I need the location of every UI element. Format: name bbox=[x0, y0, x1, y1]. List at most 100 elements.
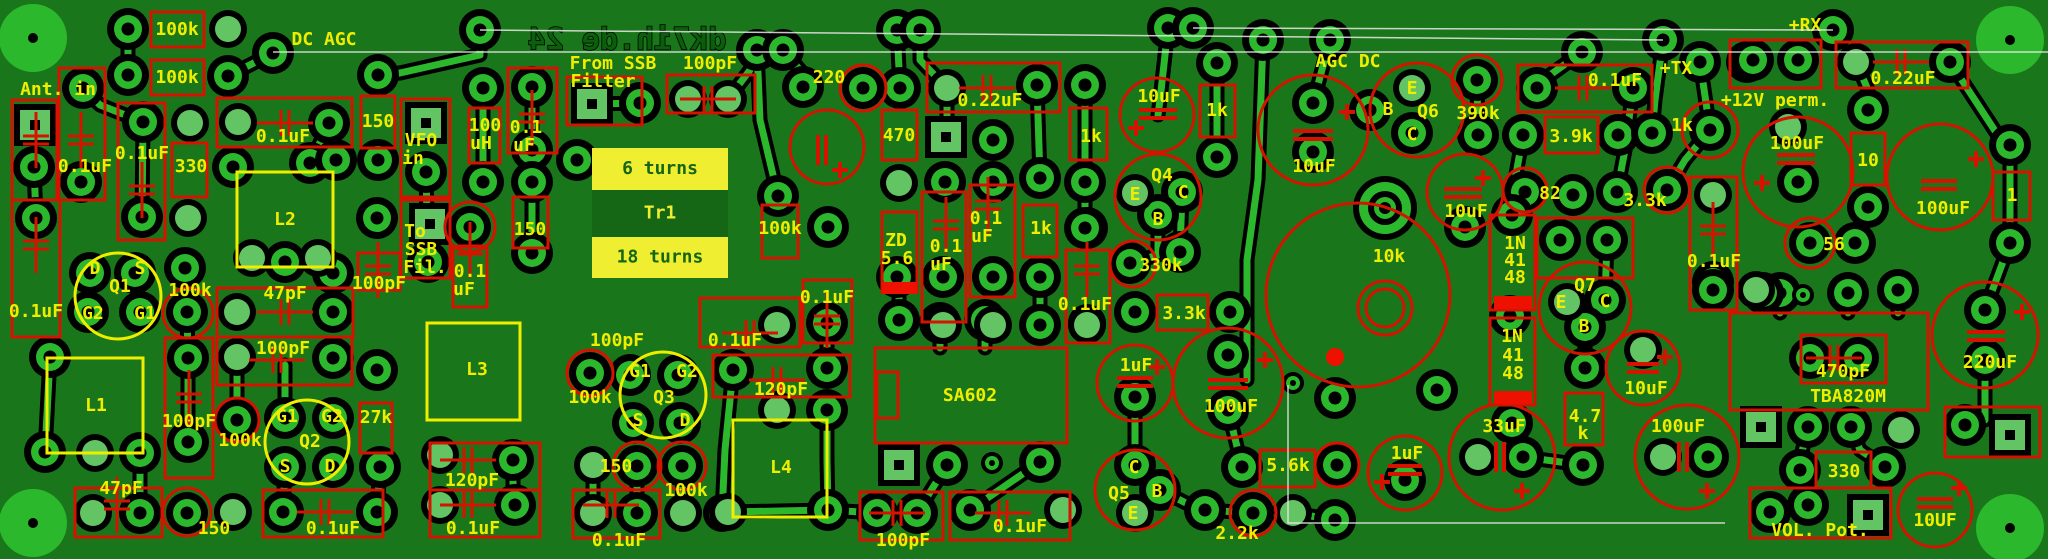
pad-hole bbox=[2003, 138, 2017, 152]
pad-light bbox=[239, 245, 265, 271]
component-outline-rect bbox=[1155, 293, 1210, 332]
component-label: 150 bbox=[514, 219, 547, 240]
component-label: Q3 bbox=[653, 387, 675, 408]
component-label: S bbox=[633, 410, 644, 431]
capacitor-symbol bbox=[1700, 202, 1726, 258]
component-label: 100uF bbox=[1916, 198, 1970, 219]
capacitor-symbol bbox=[869, 500, 925, 526]
pad-hole bbox=[1978, 353, 1992, 367]
component-label: 0.1 bbox=[510, 117, 543, 138]
component-label: Q1 bbox=[109, 276, 131, 297]
component-outline-rect bbox=[506, 66, 559, 155]
pad-hole bbox=[1848, 236, 1862, 250]
component-outline-circle bbox=[1313, 441, 1361, 489]
component-label: 33uF bbox=[1482, 416, 1525, 437]
pad-hole bbox=[633, 96, 647, 110]
pad-hole bbox=[1703, 123, 1717, 137]
pad-hole bbox=[1175, 185, 1189, 199]
pad-hole bbox=[27, 160, 41, 174]
pad-hole bbox=[1791, 53, 1805, 67]
polarity-plus bbox=[1754, 175, 1770, 191]
component-label: 120pF bbox=[445, 470, 499, 491]
pad-hole bbox=[1958, 418, 1972, 432]
component-label: 3.3k bbox=[1623, 190, 1667, 211]
pad-light bbox=[224, 344, 250, 370]
pad-hole bbox=[913, 23, 927, 37]
component-label: 0.1 bbox=[454, 261, 487, 282]
pad-light bbox=[930, 312, 956, 338]
component-outline-circle bbox=[1501, 166, 1549, 214]
pad-hole bbox=[1223, 305, 1237, 319]
pad-hole bbox=[178, 261, 192, 275]
pad-hole bbox=[128, 266, 142, 280]
pad-hole bbox=[1173, 245, 1187, 259]
pad-hole bbox=[1841, 286, 1855, 300]
pad-hole bbox=[476, 175, 490, 189]
component-outline-rect bbox=[399, 97, 452, 199]
pad-light bbox=[1122, 500, 1148, 526]
pad-hole bbox=[1611, 128, 1625, 142]
pad-hole bbox=[1328, 513, 1342, 527]
pad-hole bbox=[525, 80, 539, 94]
pad-hole bbox=[750, 43, 764, 57]
transformer-name: Tr1 bbox=[644, 203, 677, 224]
component-label: 100pF bbox=[162, 411, 216, 432]
pad-hole bbox=[278, 411, 292, 425]
component-label: D bbox=[325, 456, 336, 477]
component-outline-rect bbox=[1834, 40, 1970, 90]
transistor-outline bbox=[618, 350, 708, 440]
pad-hole bbox=[626, 416, 640, 430]
capacitor-symbol bbox=[1806, 345, 1862, 371]
mount-hole bbox=[28, 518, 38, 528]
component-outline-circle bbox=[1783, 216, 1837, 270]
pad-hole bbox=[963, 503, 977, 517]
component-outline-rect bbox=[1068, 106, 1109, 162]
component-label: Q5 bbox=[1108, 483, 1130, 504]
component-label: S bbox=[135, 258, 146, 279]
pad-hole bbox=[1471, 128, 1485, 142]
pad-hole bbox=[671, 368, 685, 382]
via-hole bbox=[1290, 380, 1296, 386]
pad-light bbox=[764, 397, 790, 423]
component-outline-circle bbox=[1093, 448, 1177, 532]
component-label: 1k bbox=[1030, 218, 1052, 239]
component-label: 1N bbox=[1504, 233, 1526, 254]
component-label: G2 bbox=[82, 303, 104, 324]
pad-light bbox=[1888, 417, 1914, 443]
pad-hole bbox=[776, 43, 790, 57]
pad-hole bbox=[1861, 200, 1875, 214]
pad-light bbox=[305, 245, 331, 271]
pad-hole bbox=[525, 246, 539, 260]
pad-hole bbox=[1161, 21, 1175, 35]
component-outline-rect bbox=[215, 335, 354, 387]
polarity-plus bbox=[1951, 480, 1967, 496]
component-label: D bbox=[680, 410, 691, 431]
pad-hole bbox=[181, 435, 195, 449]
inductor-label: L4 bbox=[770, 457, 792, 478]
pad-hole bbox=[673, 416, 687, 430]
component-label: 0.1uF bbox=[1058, 294, 1112, 315]
component-label: Q6 bbox=[1417, 101, 1439, 122]
pad-hole bbox=[1566, 188, 1580, 202]
component-outline-circle bbox=[1604, 329, 1682, 407]
pad-hole bbox=[326, 305, 340, 319]
component-label: 0.1uF bbox=[115, 143, 169, 164]
pad-hole bbox=[1600, 233, 1614, 247]
square-pad-hole bbox=[421, 118, 431, 128]
component-label: E bbox=[1128, 503, 1139, 524]
pad-hole bbox=[525, 175, 539, 189]
component-outline-circle bbox=[213, 396, 261, 444]
pad-hole bbox=[1763, 505, 1777, 519]
pad-hole bbox=[630, 506, 644, 520]
pad-hole bbox=[1516, 450, 1530, 464]
pad-hole bbox=[370, 505, 384, 519]
component-label: 0.1uF bbox=[256, 126, 310, 147]
capacitor-symbol bbox=[365, 242, 391, 298]
component-label: Ant. in bbox=[20, 79, 96, 100]
pad-hole bbox=[1256, 33, 1270, 47]
component-label: B bbox=[1152, 481, 1163, 502]
pad-hole bbox=[1793, 463, 1807, 477]
pad-hole bbox=[1598, 293, 1612, 307]
